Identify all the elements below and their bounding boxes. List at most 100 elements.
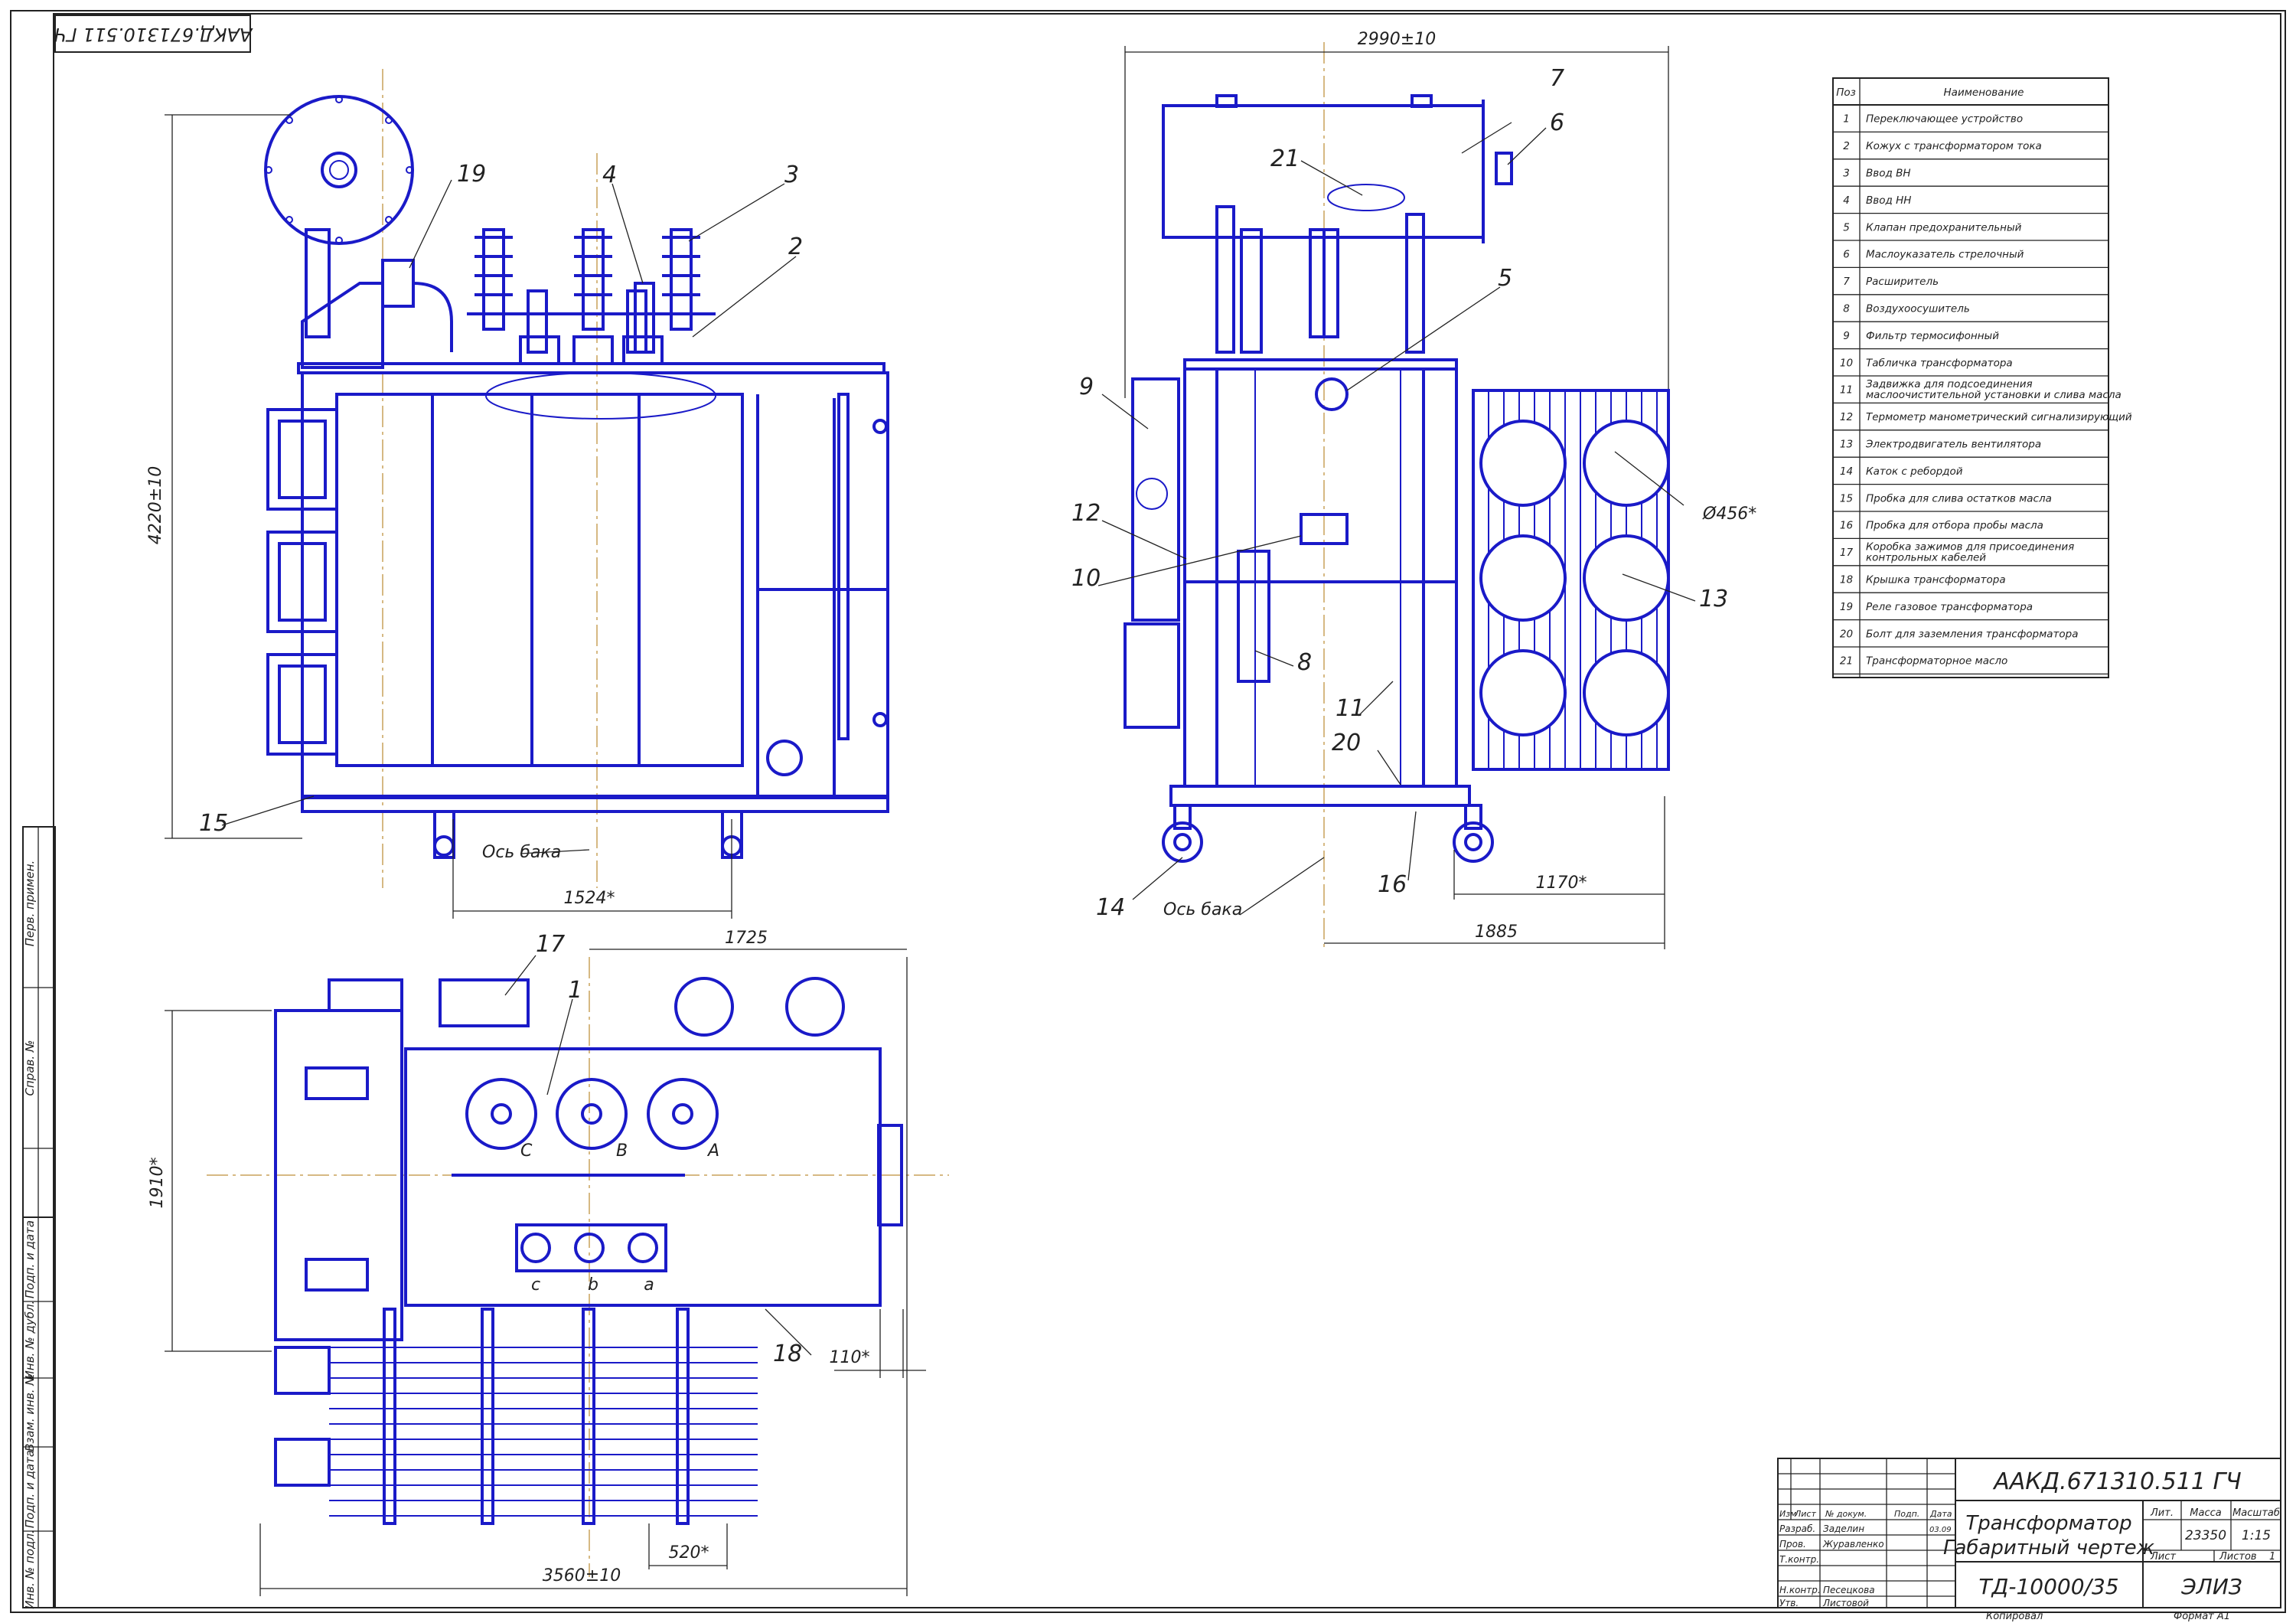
- lv-bushings-plan: [515, 1223, 667, 1272]
- tb-col-list: Лист: [1794, 1509, 1816, 1519]
- spec-row-name: Клапан предохранительный: [1866, 221, 2022, 233]
- leader-16: 16: [1378, 871, 1407, 898]
- tb-name-utv: Листовой: [1822, 1598, 1869, 1608]
- tb-company: ЭЛИЗ: [2180, 1574, 2242, 1599]
- tb-scale-label: Масштаб: [2232, 1507, 2280, 1519]
- tb-row-prov: Пров.: [1779, 1539, 1806, 1550]
- leader-12: 12: [1071, 500, 1101, 527]
- side-coolers: [266, 408, 338, 756]
- spec-row-pos: 19: [1840, 601, 1853, 613]
- dim-wheel-track: 1524*: [564, 889, 615, 908]
- spec-row-pos: 11: [1840, 384, 1853, 397]
- spec-row-pos: 15: [1840, 492, 1853, 505]
- tb-col-izm: Изм: [1779, 1509, 1796, 1519]
- spec-row-name: Маслоуказатель стрелочный: [1866, 249, 2024, 261]
- tb-sheet-label: Лист: [2150, 1551, 2176, 1563]
- tb-name-razrab: Заделин: [1823, 1523, 1864, 1534]
- leader-19: 19: [457, 161, 486, 188]
- tank-body-side: [301, 371, 889, 799]
- side-view: 4220±10 1524* Ось бака: [146, 69, 889, 919]
- dim-wheel-span: 1170*: [1536, 874, 1587, 893]
- spec-row-pos: 14: [1840, 465, 1853, 478]
- stamp-sprav: Справ. №: [23, 1040, 37, 1096]
- spec-row-name: Ввод ВН: [1866, 168, 1911, 180]
- leader-15: 15: [199, 810, 228, 837]
- spec-header-name: Наименование: [1944, 87, 2024, 99]
- leader-4: 4: [602, 162, 617, 188]
- stamp-inv-podl: Инв. № подл.: [23, 1530, 37, 1608]
- spec-row-pos: 9: [1843, 330, 1850, 342]
- conservator: [1162, 104, 1485, 239]
- axis-label-front: Ось бака: [1163, 900, 1242, 919]
- tb-col-date: Дата: [1929, 1509, 1952, 1519]
- spec-row-pos: 10: [1840, 357, 1853, 369]
- spec-row-pos: 21: [1840, 655, 1853, 668]
- leader-8: 8: [1297, 649, 1312, 676]
- plan-label-a: a: [644, 1275, 654, 1295]
- plan-label-B: B: [616, 1141, 628, 1161]
- spec-row-pos: 3: [1843, 168, 1850, 180]
- spec-row-pos: 1: [1843, 113, 1850, 126]
- tank-cover-plan: [404, 1047, 882, 1307]
- tb-col-sign: Подп.: [1894, 1509, 1919, 1519]
- tb-model: ТД-10000/35: [1978, 1574, 2118, 1599]
- inner-frame: [53, 13, 2281, 1608]
- fans: [1479, 420, 1670, 736]
- tb-row-razrab: Разраб.: [1779, 1523, 1815, 1534]
- tank-body-front: [1183, 367, 1458, 788]
- spec-row-name: Электродвигатель вентилятора: [1865, 439, 2041, 451]
- spec-row-name: Крышка трансформатора: [1866, 574, 2006, 586]
- plan-view: C B A c b a 3560±10: [148, 929, 949, 1596]
- dim-plan-flange: 110*: [830, 1348, 870, 1367]
- spec-row-name: Каток с ребордой: [1866, 465, 1963, 478]
- leader-11: 11: [1336, 695, 1365, 722]
- leader-7: 7: [1550, 65, 1564, 92]
- stamp-podp-data-2: Подп. и дата: [23, 1450, 37, 1528]
- spec-row-pos: 12: [1840, 411, 1853, 423]
- tb-code: ААКД.671310.511 ГЧ: [1992, 1468, 2241, 1495]
- dim-front-depth: 1885: [1475, 923, 1518, 942]
- spec-row-name: Фильтр термосифонный: [1866, 330, 1999, 342]
- leader-18: 18: [773, 1341, 802, 1367]
- spec-row-name: Переключающее устройство: [1866, 113, 2023, 126]
- leader-9: 9: [1079, 374, 1094, 400]
- leader-20: 20: [1332, 730, 1361, 756]
- spec-row-pos: 20: [1840, 628, 1853, 640]
- tb-format: Формат A1: [2174, 1611, 2230, 1622]
- tb-mass: 23350: [2185, 1528, 2226, 1543]
- spec-row-name: Кожух с трансформатором тока: [1866, 140, 2042, 152]
- spec-row-name: Расширитель: [1866, 276, 1939, 288]
- stamp-vzam-inv: Взам. инв. №: [23, 1373, 37, 1452]
- dim-height-side: 4220±10: [146, 466, 165, 544]
- tb-scale: 1:15: [2242, 1528, 2271, 1543]
- tb-copied: Копировал: [1986, 1611, 2043, 1622]
- leader-17: 17: [536, 931, 565, 958]
- leaders: 19 4 3 2 15 7 6 21 5 9 12 10 8 11 20 13 …: [199, 65, 1728, 1367]
- spec-row-name: Термометр манометрический сигнализирующи…: [1866, 411, 2132, 423]
- leader-21: 21: [1270, 145, 1300, 172]
- spec-row-name: Табличка трансформатора: [1866, 357, 2013, 369]
- gas-relay: [381, 259, 415, 308]
- title-block: Изм Лист № докум. Подп. Дата Разраб. Зад…: [1777, 1458, 2281, 1622]
- rotated-code-box: ААКД.671310.511 ГЧ: [54, 15, 253, 53]
- plan-label-C: C: [520, 1141, 533, 1161]
- spec-row-pos: 7: [1843, 276, 1850, 288]
- leader-1: 1: [568, 977, 582, 1004]
- tb-title-line2: Габаритный чертеж: [1943, 1536, 2155, 1559]
- leader-5: 5: [1498, 265, 1512, 292]
- leader-14: 14: [1096, 894, 1125, 921]
- tb-name-nkontr: Песецкова: [1823, 1585, 1875, 1595]
- tb-title-line1: Трансформатор: [1965, 1512, 2131, 1535]
- spec-row-pos: 2: [1843, 140, 1850, 152]
- oil-ellipse-side: [485, 372, 716, 420]
- hv-bushings-plan: [465, 1078, 719, 1150]
- hv-bushings-side: [475, 228, 700, 331]
- plan-label-c: c: [531, 1275, 540, 1295]
- spec-row-name: Реле газовое трансформатора: [1866, 601, 2033, 613]
- spec-header-pos: Поз: [1836, 87, 1856, 99]
- spec-row-pos: 6: [1843, 249, 1850, 261]
- front-view: 2990±10: [1124, 30, 1756, 949]
- spec-row-name: Болт для заземления трансформатора: [1866, 628, 2079, 640]
- spec-row-name: Трансформаторное масло: [1866, 655, 2007, 668]
